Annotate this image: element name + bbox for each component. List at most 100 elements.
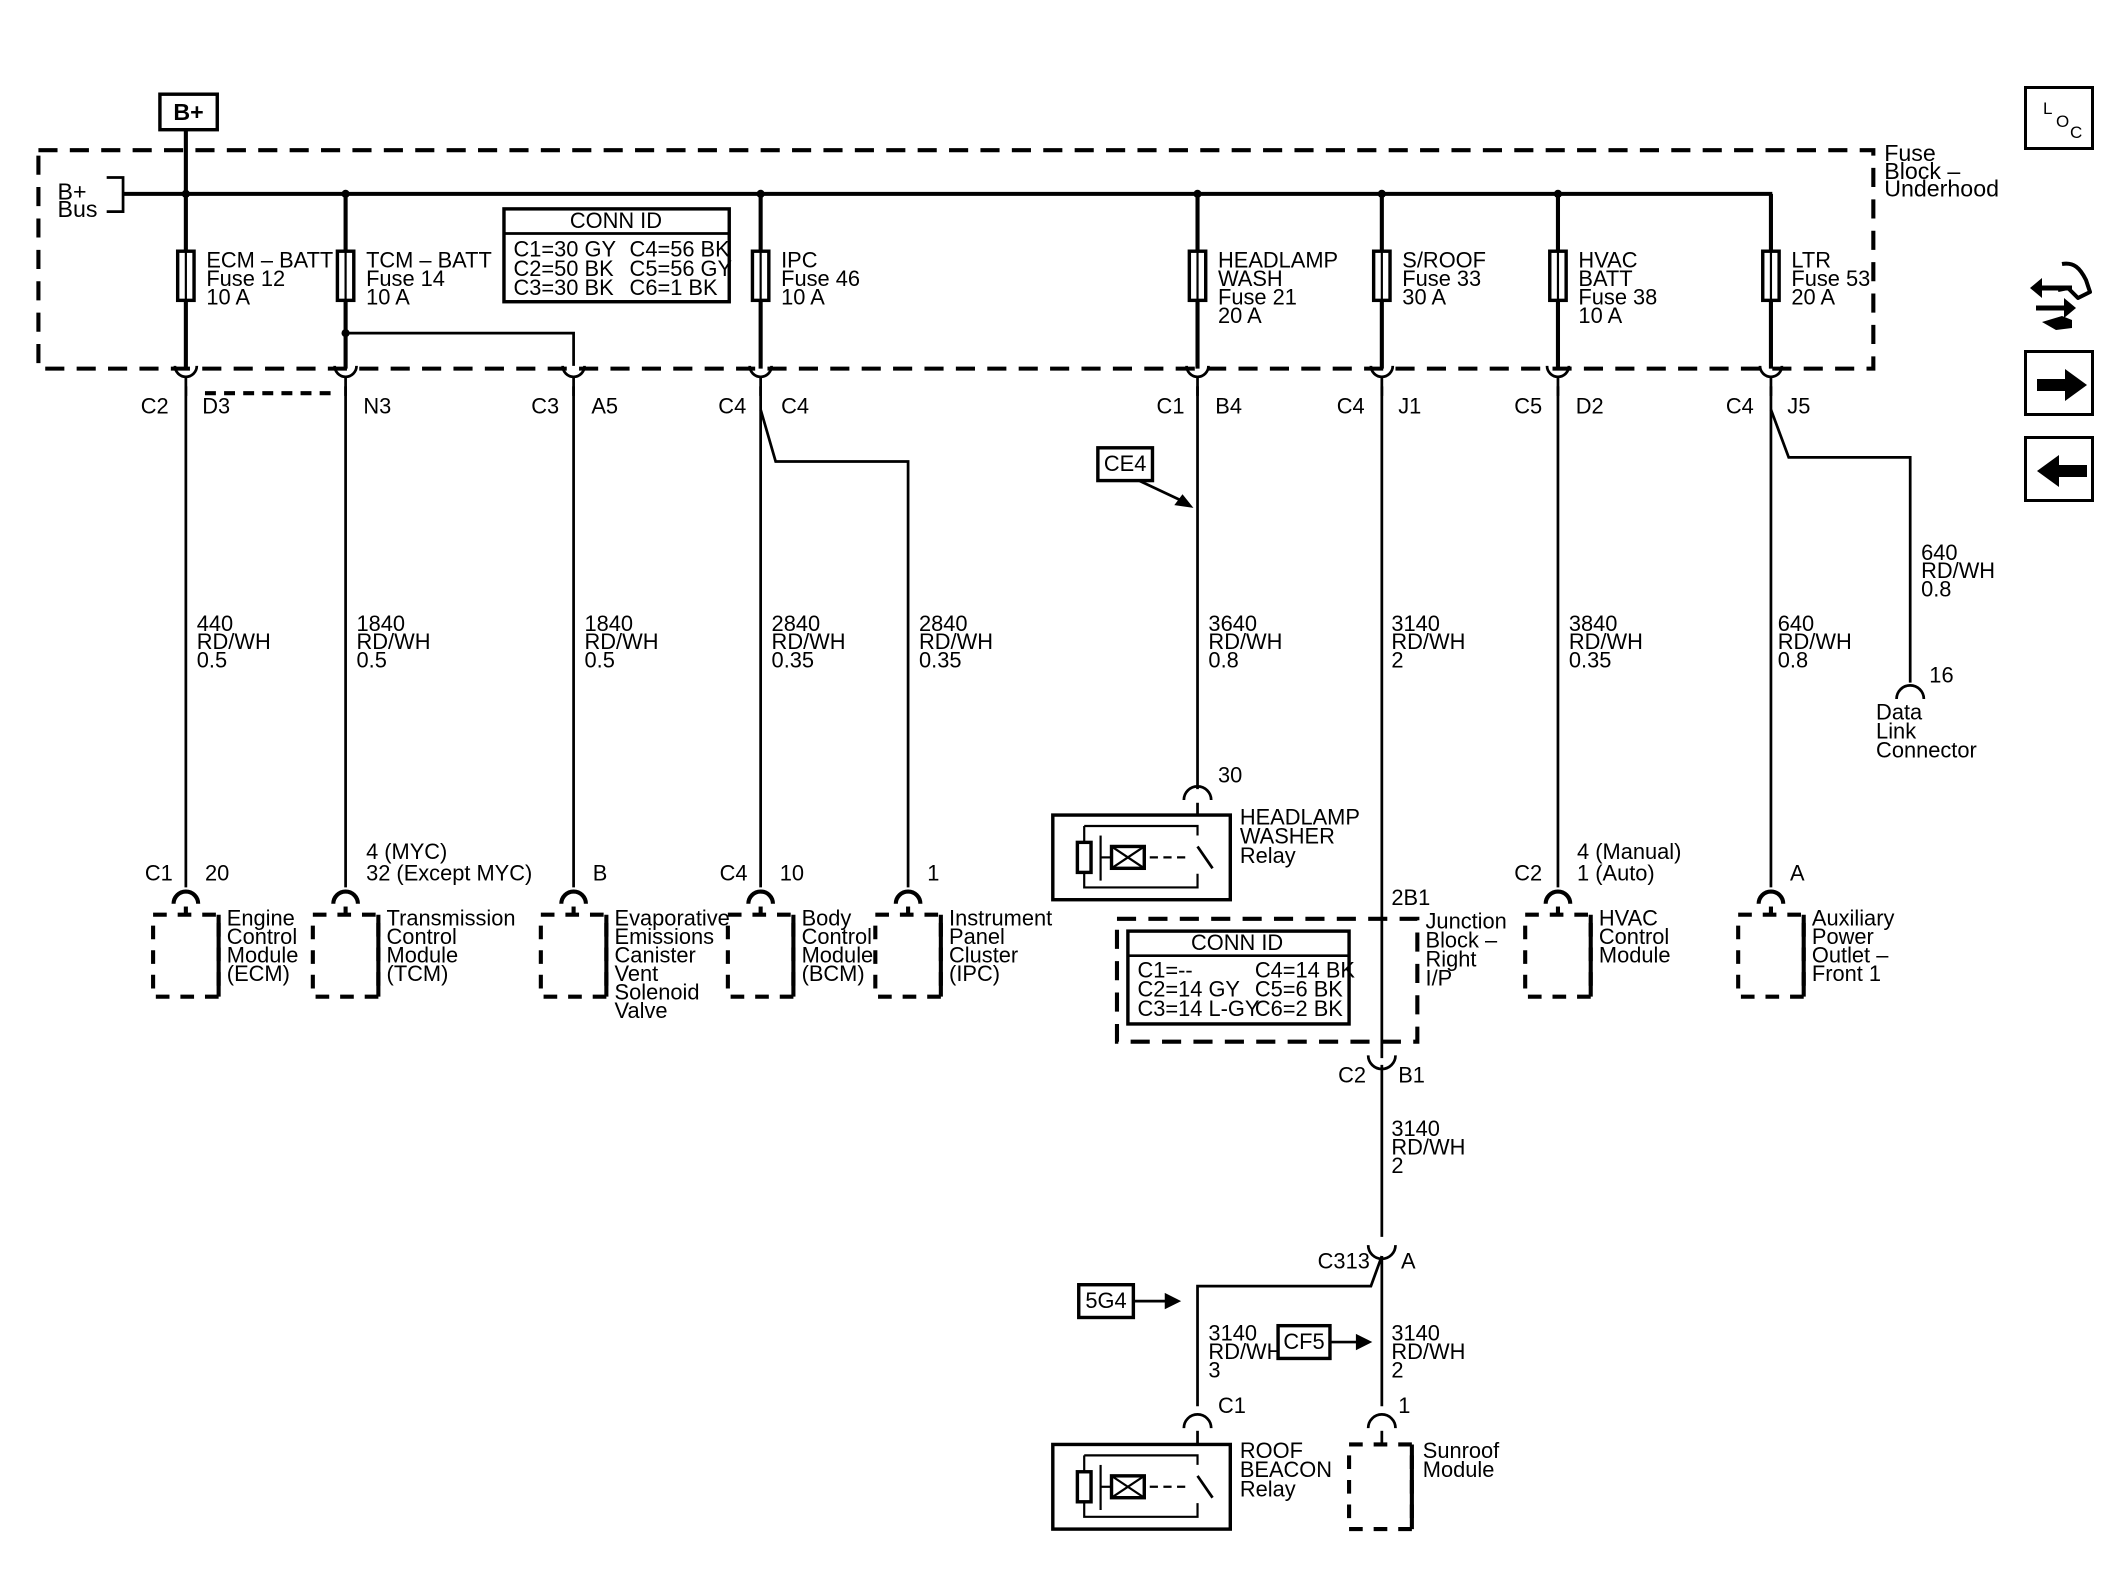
fuse-label: 10 A <box>366 284 410 309</box>
wire-label: RD/WH <box>1778 629 1852 654</box>
wire-label: 3140 <box>1391 1321 1440 1346</box>
ipc-label: Panel <box>949 924 1005 949</box>
connector-jack <box>1545 365 1571 396</box>
wire-label: 0.35 <box>919 648 961 673</box>
wire-label: 2 <box>1391 648 1403 673</box>
pin-label: 20 <box>205 861 229 886</box>
bus-label-2: Bus <box>58 196 98 222</box>
conn-id-2-cell: C4=14 BK <box>1255 958 1356 983</box>
fuse-label: HVAC <box>1578 248 1637 273</box>
conn-id-1-title: CONN ID <box>570 208 662 233</box>
tcm-label: Transmission <box>387 906 516 931</box>
fuse-label: Fuse 46 <box>781 266 860 291</box>
harness-icon <box>2030 261 2092 330</box>
next-page-button[interactable] <box>2024 350 2094 416</box>
conn-id-2-cell: C6=2 BK <box>1255 996 1343 1021</box>
pin-label: B <box>593 861 608 886</box>
conn-id-1-cell: C3=30 BK <box>514 275 615 300</box>
wire-label: RD/WH <box>585 629 659 654</box>
ref-box-5g4 <box>1077 1283 1136 1320</box>
previous-page-button[interactable] <box>2024 436 2094 502</box>
ref-box-5g4-label: 5G4 <box>1085 1288 1126 1313</box>
fuse-label: IPC <box>781 248 817 273</box>
wire-label: 640 <box>1778 611 1814 636</box>
wire-label: 3140 <box>1208 1321 1257 1346</box>
prev-arrow-icon <box>2037 455 2087 487</box>
ecm-label: Control <box>227 924 297 949</box>
wire-label: 2840 <box>772 611 821 636</box>
bcm-label: Control <box>802 924 872 949</box>
roof-relay-label: Relay <box>1240 1476 1296 1501</box>
fuse-label: Fuse 21 <box>1218 284 1297 309</box>
pin-label: 32 (Except MYC) <box>366 861 532 886</box>
headlamp-washer-relay <box>1051 802 1232 902</box>
roof-beacon-relay <box>1051 1430 1232 1531</box>
pin-label: C1 <box>145 861 173 886</box>
connector-label: D3 <box>202 394 230 419</box>
tcm-label: (TCM) <box>387 961 449 986</box>
fuse-label: TCM – BATT <box>366 248 492 273</box>
fuse-block-outline <box>36 148 1876 371</box>
wire-label: RD/WH <box>1208 629 1282 654</box>
evap-label: Canister <box>615 943 696 968</box>
ref-box-cf5-label: CF5 <box>1283 1329 1324 1354</box>
aux-label: Outlet – <box>1812 943 1889 968</box>
loc-l: L <box>2043 99 2052 118</box>
conn-id-1-cell: C2=50 BK <box>514 256 615 281</box>
wire-label: 2 <box>1391 1358 1403 1383</box>
wire-label: 2 <box>1391 1153 1403 1178</box>
ecm-label: Module <box>227 943 299 968</box>
next-arrow-icon <box>2037 369 2087 401</box>
loc-c: C <box>2070 123 2082 142</box>
fuse-label: BATT <box>1578 266 1632 291</box>
wire-label: 3 <box>1208 1358 1220 1383</box>
location-button[interactable]: L O C <box>2024 86 2094 150</box>
pin-label: C4 <box>720 861 748 886</box>
hvac-label: Module <box>1599 943 1671 968</box>
hl-relay-label: WASHER <box>1240 824 1335 849</box>
ipc-label: Cluster <box>949 943 1018 968</box>
connector-jack <box>748 365 773 396</box>
pin-label: 10 <box>780 861 804 886</box>
pin-label: 4 (Manual) <box>1577 839 1681 864</box>
wire-label: 0.5 <box>197 648 227 673</box>
dlc-label: Data <box>1876 699 1923 724</box>
roof-relay-label: BEACON <box>1240 1457 1332 1482</box>
pin-label: A <box>1790 861 1805 886</box>
wire-label: RD/WH <box>1208 1339 1282 1364</box>
ecm-label: Engine <box>227 906 295 931</box>
fuse-label: WASH <box>1218 266 1283 291</box>
fuse-label: 20 A <box>1791 284 1835 309</box>
bus-label-1: B+ <box>58 178 87 204</box>
connector-label: 2B1 <box>1391 885 1430 910</box>
fuse-label: 30 A <box>1402 284 1446 309</box>
fuse-block-title-1: Fuse <box>1884 140 1936 166</box>
connector-label: C4 <box>1726 394 1754 419</box>
bcm-label: Body <box>802 906 852 931</box>
roof-relay-label: ROOF <box>1240 1438 1303 1463</box>
bcm-label: Module <box>802 943 874 968</box>
connector-label: C5 <box>1514 394 1542 419</box>
wire-label: 3840 <box>1569 611 1618 636</box>
connector-label: J5 <box>1787 394 1810 419</box>
evap-label: Emissions <box>615 924 715 949</box>
hvac-label: Control <box>1599 924 1669 949</box>
ref-box-ce4-label: CE4 <box>1104 451 1146 476</box>
connector-jack <box>561 365 586 396</box>
hl-relay-label: Relay <box>1240 843 1296 868</box>
connector-label: B1 <box>1398 1063 1425 1088</box>
fuse-block-title-3: Underhood <box>1884 176 1999 202</box>
ipc-label: (IPC) <box>949 961 1000 986</box>
wire-label: 2840 <box>919 611 968 636</box>
fuse-block-title-2: Block – <box>1884 158 1960 184</box>
harness-button[interactable] <box>2028 258 2096 334</box>
wire-label: 3640 <box>1208 611 1257 636</box>
connector-jack <box>333 365 358 396</box>
connector-jack <box>173 365 199 396</box>
